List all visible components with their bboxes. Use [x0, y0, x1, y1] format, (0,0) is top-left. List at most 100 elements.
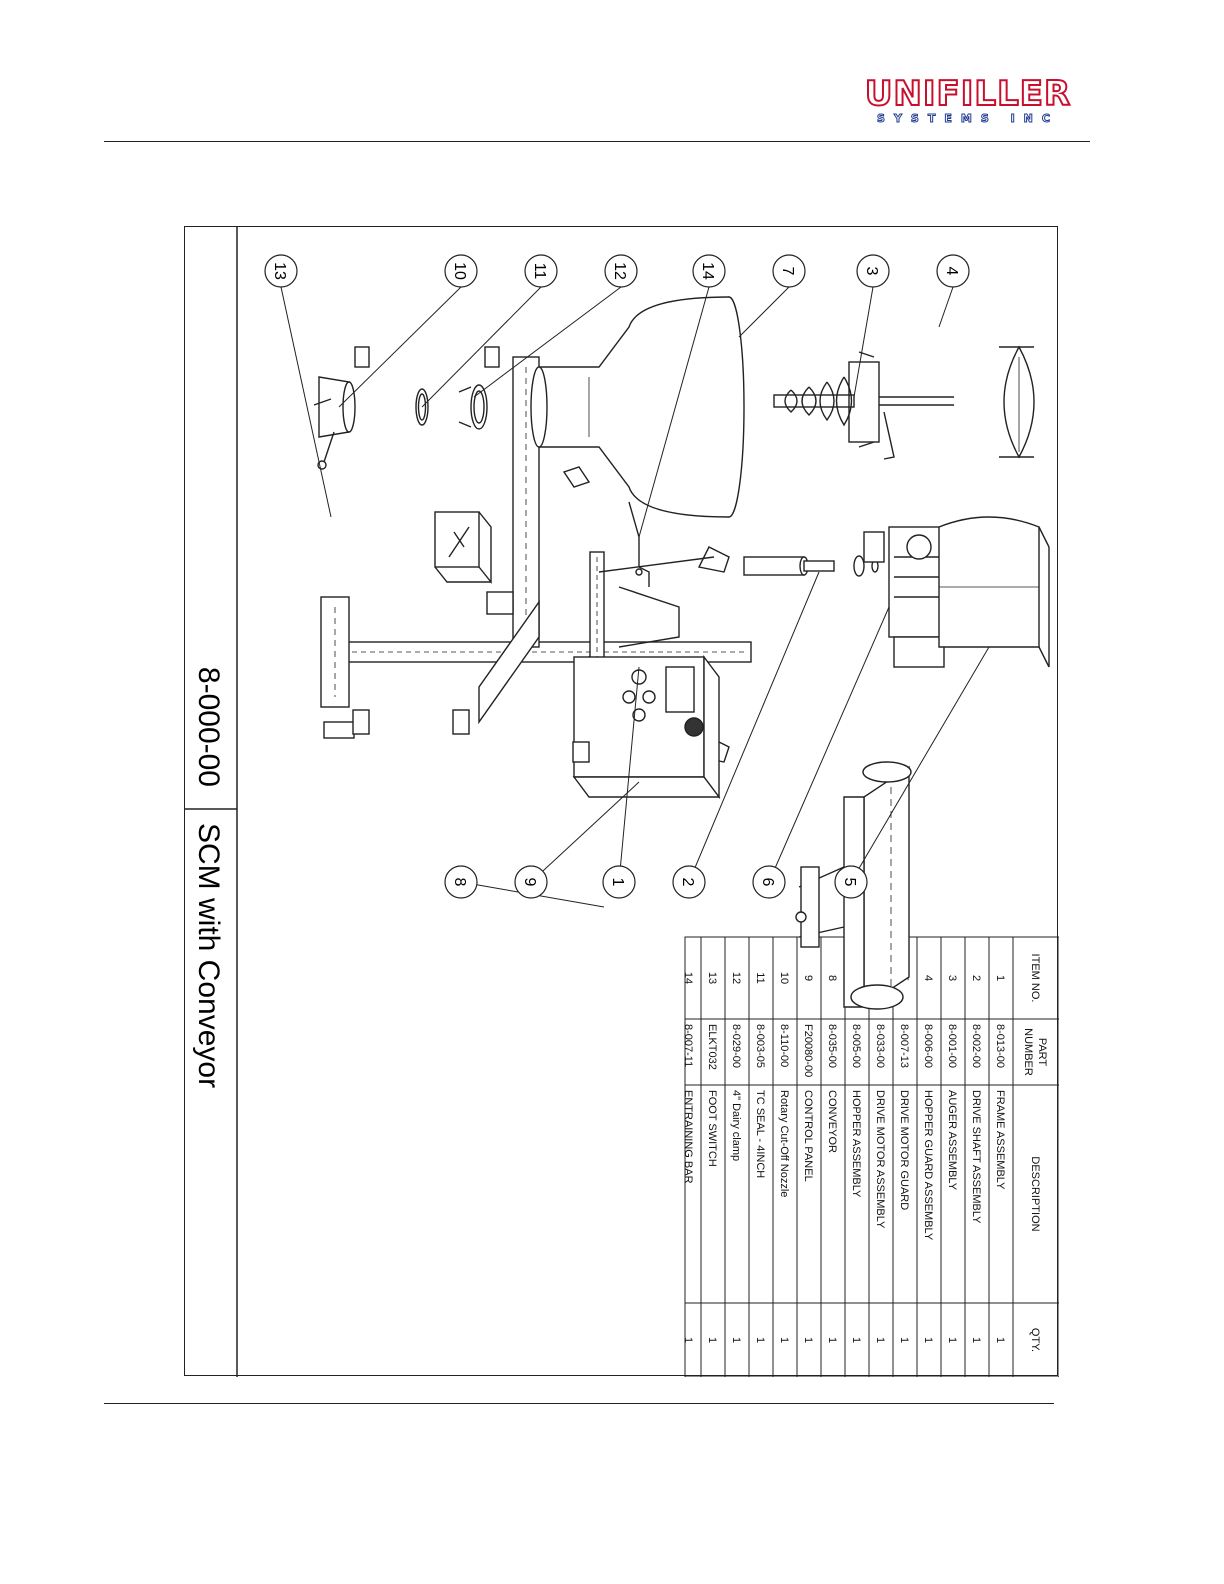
bom-cell-qty: 1	[946, 1337, 958, 1343]
logo-wordmark: UNIFILLER	[864, 74, 1072, 114]
balloon-10: 10	[444, 254, 478, 288]
bom-cell-description: TC SEAL - 4INCH	[754, 1090, 766, 1178]
drawing-sheet: 8-000-00 SCM with Conveyor	[184, 226, 1060, 1378]
bom-cell-part: 8-001-00	[946, 1024, 958, 1068]
bom-cell-description: DRIVE MOTOR ASSEMBLY	[874, 1090, 886, 1229]
leader-10	[338, 286, 462, 408]
balloon-4: 4	[936, 254, 970, 288]
bom-header-part-2: NUMBER	[1022, 1028, 1034, 1076]
bom-cell-qty: 1	[706, 1337, 718, 1343]
bom-cell-qty: 1	[826, 1337, 838, 1343]
bom-cell-description: 4" Dairy clamp	[730, 1090, 742, 1161]
balloon-9: 9	[514, 865, 548, 899]
balloon-11: 11	[524, 254, 558, 288]
balloon-circle	[444, 254, 478, 288]
leader-6	[768, 606, 890, 883]
auger-assembly	[773, 351, 954, 460]
bom-cell-description: Rotary Cut-Off Nozzle	[778, 1090, 790, 1197]
leader-13	[280, 286, 332, 518]
bom-cell-part: 8-007-13	[898, 1024, 910, 1068]
bom-cell-qty: 1	[802, 1337, 814, 1343]
bom-cell-qty: 1	[730, 1337, 742, 1343]
drawing-stage: 8-000-00 SCM with Conveyor	[185, 227, 1060, 1378]
bom-headers: ITEM NO. PART NUMBER DESCRIPTION QTY.	[1022, 954, 1048, 1353]
balloon-label: 12	[611, 262, 628, 280]
bom-cell-part: 8-035-00	[826, 1024, 838, 1068]
bom-cell-description: HOPPER GUARD ASSEMBLY	[922, 1090, 934, 1241]
bom-cell-part: 8-005-00	[850, 1024, 862, 1068]
balloon-label: 10	[451, 262, 468, 280]
bom-header-item: ITEM NO.	[1029, 954, 1041, 1003]
bom-cell-qty: 1	[778, 1337, 790, 1343]
balloon-label: 6	[759, 878, 776, 887]
bom-cell-part: F20080-00	[802, 1024, 814, 1077]
bom-cell-qty: 1	[898, 1337, 910, 1343]
leader-4	[938, 286, 954, 328]
leader-14	[638, 286, 710, 538]
bom-cell-part: 8-003-05	[754, 1024, 766, 1068]
logo-subtitle: SYSTEMS INC	[877, 112, 1059, 126]
drive-shaft-assembly	[743, 555, 879, 577]
balloon-5: 5	[834, 865, 868, 899]
bom-cell-item: 9	[802, 975, 814, 981]
foot-switch	[434, 511, 492, 584]
bom-cell-description: FRAME ASSEMBLY	[994, 1090, 1006, 1190]
bom-table	[684, 936, 1060, 1378]
bom-cell-item: 1	[994, 975, 1006, 981]
balloon-circle	[772, 254, 806, 288]
bom-header-description: DESCRIPTION	[1029, 1156, 1041, 1231]
leader-7	[738, 286, 790, 338]
bom-cell-description: AUGER ASSEMBLY	[946, 1090, 958, 1191]
bom-cell-part: 8-033-00	[874, 1024, 886, 1068]
balloon-circle	[856, 254, 890, 288]
hopper-guard-assembly	[999, 345, 1035, 459]
control-panel	[572, 654, 721, 800]
bom-cell-item: 8	[826, 975, 838, 981]
bom-cell-item: 3	[946, 975, 958, 981]
balloon-label: 3	[863, 267, 880, 276]
bom-cell-qty: 1	[994, 1337, 1006, 1343]
balloon-8: 8	[444, 865, 478, 899]
bom-cell-description: CONVEYOR	[826, 1090, 838, 1153]
balloon-14: 14	[692, 254, 726, 288]
balloon-label: 1	[609, 878, 626, 887]
footer-rule	[104, 1403, 1054, 1404]
bom-cell-qty: 1	[682, 1337, 694, 1343]
balloon-2: 2	[672, 865, 706, 899]
bom-header-qty: QTY.	[1029, 1328, 1041, 1352]
bom-cell-part: 8-029-00	[730, 1024, 742, 1068]
header-rule	[104, 141, 1090, 142]
balloon-6: 6	[752, 865, 786, 899]
leader-12	[473, 286, 622, 398]
bom-cell-description: CONTROL PANEL	[802, 1090, 814, 1182]
drawing-number: 8-000-00	[192, 667, 225, 787]
parts-illustration	[313, 296, 1050, 1010]
exploded-view-drawing: 8-000-00 SCM with Conveyor	[185, 227, 1060, 1378]
leader-1	[618, 666, 640, 883]
balloon-3: 3	[856, 254, 890, 288]
rotary-cut-off-nozzle	[313, 376, 356, 470]
bom-cell-description: FOOT SWITCH	[706, 1090, 718, 1167]
company-logo: UNIFILLER SYSTEMS INC	[850, 74, 1086, 128]
bom-cell-part: 8-002-00	[970, 1024, 982, 1068]
balloon-label: 5	[841, 878, 858, 887]
balloon-13: 13	[264, 254, 298, 288]
hopper-assembly	[530, 296, 745, 518]
balloon-label: 9	[521, 878, 538, 887]
balloon-circle	[514, 865, 548, 899]
balloon-label: 14	[699, 262, 716, 280]
balloon-label: 13	[271, 262, 288, 280]
balloon-label: 7	[779, 267, 796, 276]
balloon-circle	[444, 865, 478, 899]
balloon-label: 2	[679, 878, 696, 887]
balloon-circle	[264, 254, 298, 288]
bom-cell-part: 8-006-00	[922, 1024, 934, 1068]
conveyor	[795, 761, 912, 1010]
bom-cell-part: 8-007-11	[682, 1024, 694, 1067]
bom-cell-item: 4	[922, 975, 934, 981]
bom-cell-item: 2	[970, 975, 982, 981]
bom-cell-part: 8-013-00	[994, 1024, 1006, 1068]
balloon-label: 8	[451, 878, 468, 887]
